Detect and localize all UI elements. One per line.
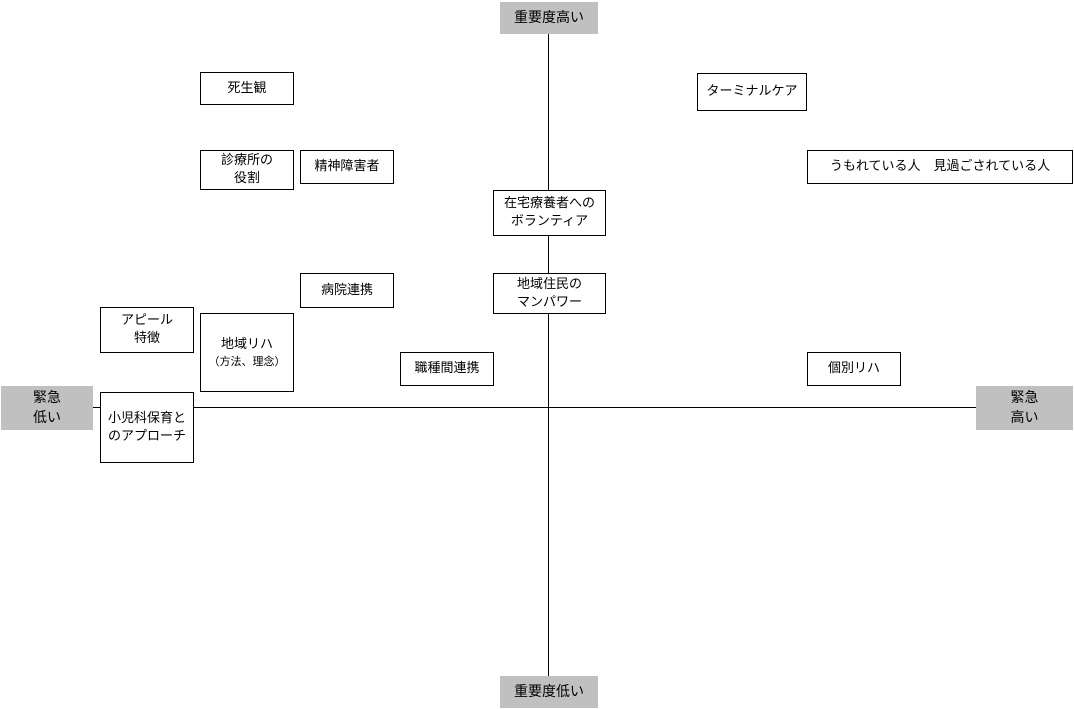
axis-label-importance-high: 重要度高い xyxy=(500,2,598,34)
node-chiiki-riha: 地域リハ （方法、理念） xyxy=(200,313,294,392)
node-umorete-iru-hito: うもれている人 見過ごされている人 xyxy=(807,150,1073,184)
node-label-line2: 役割 xyxy=(233,171,260,186)
node-label-line2: （方法、理念） xyxy=(208,354,286,368)
node-label-line1: アピール xyxy=(120,313,173,328)
node-shiseikan: 死生観 xyxy=(200,72,294,105)
node-terminal-care: ターミナルケア xyxy=(697,73,807,111)
node-label-line1: 在宅療養者への xyxy=(503,196,595,211)
node-shounika-hoiku: 小児科保育と のアプローチ xyxy=(100,392,194,463)
node-label: うもれている人 見過ごされている人 xyxy=(829,159,1051,174)
node-label: 個別リハ xyxy=(827,361,880,376)
node-seishin-shougaisha: 精神障害者 xyxy=(300,150,394,184)
node-label-line1: 地域住民の xyxy=(516,276,582,292)
node-volunteer: 在宅療養者への ボランティア xyxy=(493,190,606,236)
node-label: 死生観 xyxy=(227,80,267,96)
node-chiiki-jumin-manpower: 地域住民の マンパワー xyxy=(493,273,606,314)
node-shinryoujo-yakuwari: 診療所の 役割 xyxy=(200,150,294,190)
node-appeal-tokuchou: アピール 特徴 xyxy=(100,307,194,353)
node-label: 職種間連携 xyxy=(414,361,480,376)
node-label-line2: のアプローチ xyxy=(107,428,186,444)
horizontal-axis-urgency xyxy=(92,407,976,408)
node-label-line2: マンパワー xyxy=(516,294,582,310)
axis-label-urgency-low: 緊急 低い xyxy=(1,386,93,430)
node-label-line1: 診療所の xyxy=(220,153,273,168)
node-label-line2: ボランティア xyxy=(510,214,589,229)
vertical-axis-importance xyxy=(548,32,549,678)
axis-label-importance-low: 重要度低い xyxy=(500,676,598,708)
node-label: 病院連携 xyxy=(320,282,373,298)
node-label: ターミナルケア xyxy=(706,84,798,99)
node-byouin-renkei: 病院連携 xyxy=(300,273,394,308)
node-kobetsu-riha: 個別リハ xyxy=(807,352,901,386)
axis-label-urgency-high: 緊急 高い xyxy=(976,386,1073,430)
node-label-line1: 地域リハ xyxy=(220,336,273,352)
node-label-line2: 特徴 xyxy=(133,331,160,346)
node-shokushukan-renkei: 職種間連携 xyxy=(400,352,494,386)
node-label-line1: 小児科保育と xyxy=(107,410,186,426)
node-label: 精神障害者 xyxy=(314,159,380,174)
